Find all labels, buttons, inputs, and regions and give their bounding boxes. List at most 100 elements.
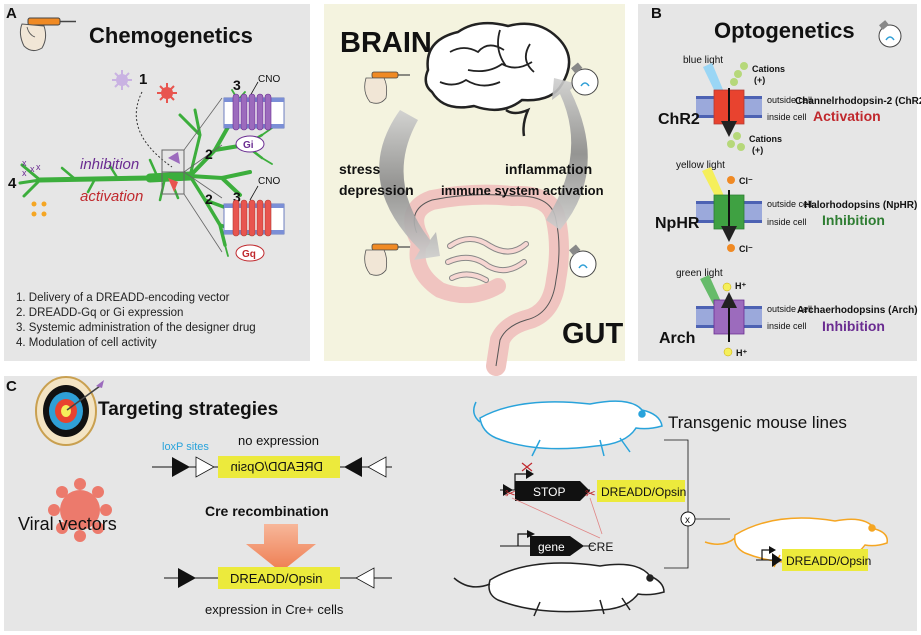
virus-icon-light (112, 70, 132, 90)
stress-label: stress (339, 161, 380, 177)
nphr-name: Halorhodopsins (NpHR) (804, 200, 917, 211)
gut-label: GUT (562, 318, 624, 350)
chr2-name: Channelrhodopsin-2 (ChR2) (795, 96, 921, 107)
receptor-box-gq (161, 171, 185, 195)
construct2-label: DREADD/Opsin (601, 485, 686, 499)
chr2-cations-bottom: Cations (749, 134, 782, 144)
panel-a-letter: A (6, 5, 17, 22)
gq-label: Gq (242, 249, 256, 260)
gene-label: gene (538, 540, 565, 554)
chr2-light-label: blue light (683, 55, 723, 66)
viral-vectors-label: Viral vectors (18, 514, 117, 534)
panel-b-title: Optogenetics (714, 18, 855, 43)
nphr-outside-label: outside cell (767, 199, 812, 209)
light-bulb-icon-brain (571, 62, 599, 96)
construct-label: DREADD/Opsin (230, 571, 322, 586)
nphr-label: NpHR (655, 215, 700, 232)
gi-label: Gi (243, 140, 254, 151)
activation-label: activation (80, 188, 143, 205)
nphr-inside-label: inside cell (767, 217, 807, 227)
svg-text:x: x (36, 162, 41, 172)
transgenic-label: Transgenic mouse lines (668, 413, 847, 432)
cross-label: x (685, 515, 690, 526)
mouse-icon-black (453, 562, 665, 617)
inflammation-label: inflammation (505, 161, 592, 177)
chr2-label: ChR2 (658, 111, 700, 128)
svg-text:x: x (22, 168, 27, 178)
expression-label: expression in Cre+ cells (205, 602, 344, 617)
panel-a-background (4, 4, 310, 361)
arch-label: Arch (659, 330, 695, 347)
mouse-icon-blue (473, 400, 663, 457)
chr2-effect: Activation (813, 108, 881, 124)
stop-label: STOP (533, 485, 565, 499)
cre-construct: gene CRE (500, 530, 613, 556)
cre-recombination-label: Cre recombination (205, 503, 329, 519)
center-panel: BRAIN GUT (324, 4, 625, 376)
blue-light-beam (703, 63, 724, 94)
panel-a-title: Chemogenetics (89, 23, 253, 48)
gi-receptor-icon: 3 CNO Gi (223, 74, 285, 153)
svg-text:x: x (22, 158, 27, 168)
panel-b-background (638, 4, 917, 361)
gi-receptor-marker (168, 152, 180, 164)
panel-c-letter: C (6, 378, 17, 395)
nphr-ion-top: Cl⁻ (739, 176, 753, 186)
activation-ions-icon (31, 201, 47, 217)
hand-syringe-icon-brain (364, 71, 410, 104)
arch-effect: Inhibition (822, 318, 885, 334)
virus-icon-salmon (48, 478, 112, 542)
step-number-3b: 3 (233, 189, 241, 205)
construct3-label: DREADD/Opsin (786, 554, 871, 568)
panel-c-background (4, 376, 917, 631)
step-item-1: 1. Delivery of a DREADD-encoding vector (16, 292, 230, 304)
immune-label: immune system activation (441, 183, 604, 198)
cno-label-a: CNO (258, 74, 280, 85)
gq-receptor-icon: 3 CNO Gq (223, 176, 285, 262)
chr2-channel: blue light Cations (+) outside cell insi… (658, 55, 921, 155)
stop-construct: STOP DREADD/Opsin ✂ ✂ (500, 462, 686, 502)
svg-text:x: x (30, 164, 35, 174)
arch-channel: green light H⁺ outside cell inside cell … (659, 268, 918, 358)
cre-arrow (246, 524, 316, 572)
down-arrow (379, 110, 440, 260)
step-number-2b: 2 (205, 191, 213, 207)
virus-icon-red (157, 83, 177, 103)
scissors-icon-left: ✂ (505, 486, 516, 501)
final-construct: DREADD/Opsin (756, 546, 871, 571)
arch-name: Archaerhodopsins (Arch) (797, 305, 918, 316)
recombined-construct: DREADD/Opsin (164, 567, 392, 589)
step-number-1: 1 (139, 71, 147, 88)
dio-construct: DREADD/Opsin (152, 456, 392, 478)
cno-label-b: CNO (258, 176, 280, 187)
chr2-plus-bottom: (+) (752, 145, 763, 155)
target-icon (35, 376, 104, 446)
cross-bracket (664, 439, 689, 569)
light-bulb-icon-gut (569, 244, 597, 278)
cre-link-line-2 (589, 497, 603, 535)
step-number-2a: 2 (205, 146, 213, 162)
chr2-cations-top: Cations (752, 64, 785, 74)
nphr-channel: yellow light Cl⁻ outside cell inside cel… (655, 160, 917, 254)
nphr-effect: Inhibition (822, 212, 885, 228)
step-item-2: 2. DREADD-Gq or Gi expression (16, 307, 183, 319)
inhibition-label: inhibition (80, 156, 139, 173)
chr2-plus-top: (+) (754, 75, 765, 85)
steps-list: 1. Delivery of a DREADD-encoding vector … (16, 292, 256, 349)
inverted-construct-label: DREADD/Opsin (231, 459, 323, 474)
scissors-icon-right: ✂ (585, 486, 596, 501)
cross-symbol (680, 511, 696, 527)
arch-ion-top: H⁺ (735, 281, 746, 291)
chr2-outside-label: outside cell (767, 95, 812, 105)
brain-label: BRAIN (340, 27, 432, 59)
step-item-3: 3. Systemic administration of the design… (16, 322, 256, 334)
nphr-light-label: yellow light (676, 160, 725, 171)
arch-inside-label: inside cell (767, 321, 807, 331)
cre-label: CRE (588, 540, 613, 554)
arch-outside-label: outside cell (767, 304, 812, 314)
panel-a: A Chemogenetics 1 (4, 4, 310, 361)
panel-c: C Targeting strategies Viral vectors lox… (4, 376, 917, 631)
up-arrow (546, 78, 588, 230)
